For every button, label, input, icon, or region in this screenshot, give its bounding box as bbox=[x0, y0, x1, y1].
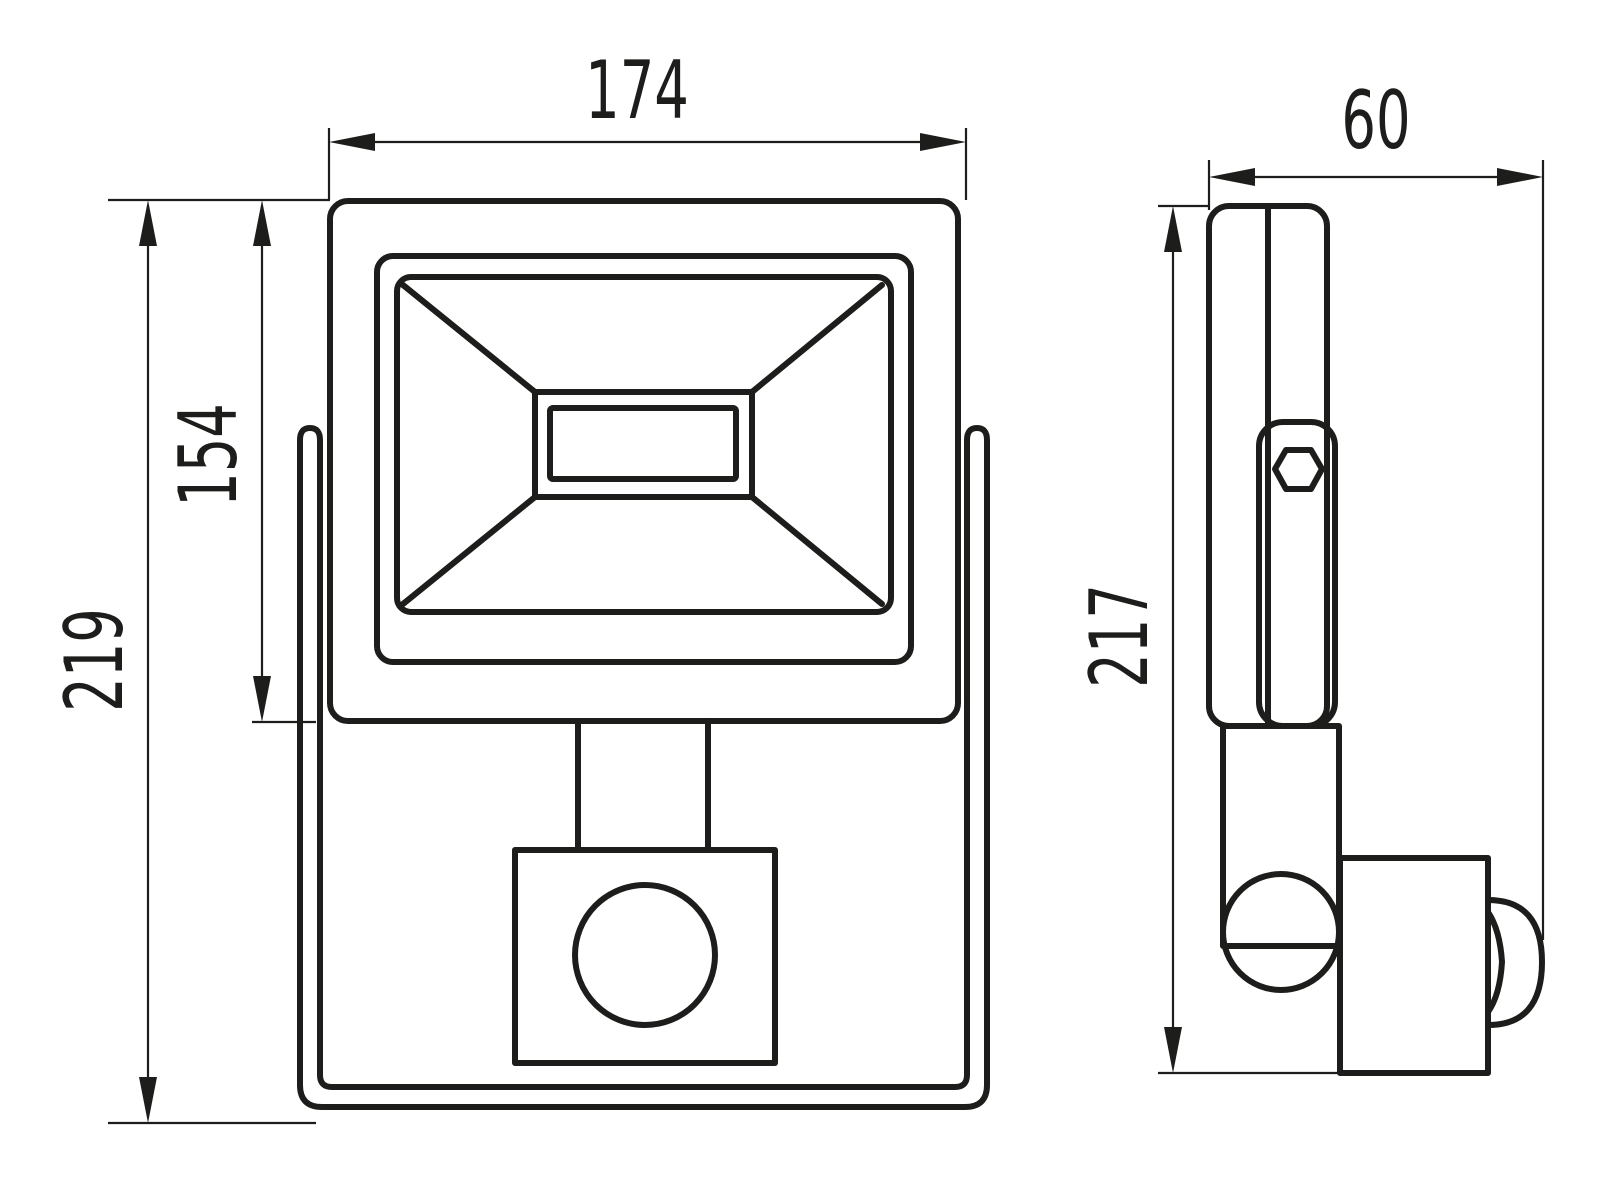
side-sensor-dome bbox=[1485, 897, 1545, 1028]
sensor-arm bbox=[575, 718, 711, 853]
dim-depth-label: 60 bbox=[1341, 75, 1410, 167]
side-view bbox=[1206, 203, 1545, 1076]
led-chip bbox=[547, 405, 739, 482]
dimension-labels: 174 60 219 154 217 bbox=[49, 45, 1410, 711]
housing-outer bbox=[327, 198, 961, 724]
hex-bolt-icon bbox=[1272, 447, 1325, 492]
housing-frame bbox=[374, 253, 914, 665]
side-arm bbox=[1220, 723, 1342, 949]
sensor-box bbox=[512, 847, 778, 1066]
dimension-lines bbox=[108, 128, 1545, 1125]
dim-side-height-label: 217 bbox=[1074, 584, 1166, 688]
mounting-bracket bbox=[297, 425, 990, 1110]
dim-housing-height-label: 154 bbox=[163, 403, 255, 507]
dim-total-height-label: 219 bbox=[49, 608, 141, 712]
reflector-lines bbox=[400, 282, 885, 607]
led-module-outer bbox=[532, 389, 755, 500]
side-sensor-box bbox=[1337, 855, 1491, 1076]
dim-width-label: 174 bbox=[585, 45, 689, 137]
front-view bbox=[297, 198, 990, 1110]
sensor-lens bbox=[572, 882, 718, 1028]
side-arm-pivot bbox=[1220, 871, 1342, 993]
side-sensor-dome-inner bbox=[1485, 909, 1505, 1015]
side-bracket-plate bbox=[1256, 419, 1338, 729]
glass-panel bbox=[394, 274, 894, 615]
